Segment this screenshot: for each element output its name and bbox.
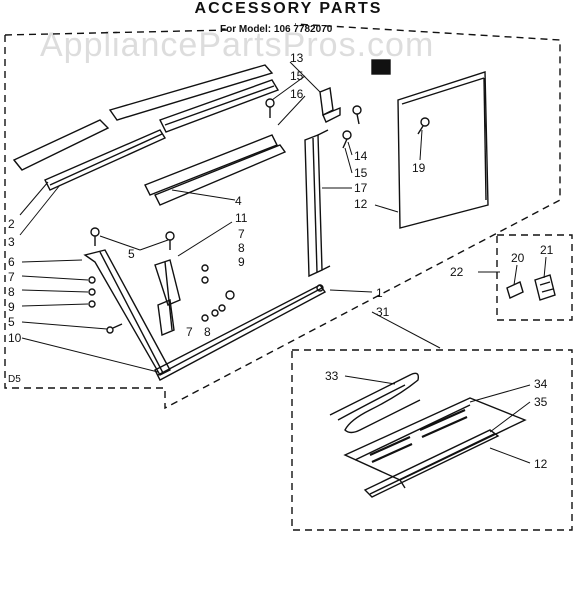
callout-4: 4 [235, 194, 242, 208]
screw-13b [352, 105, 362, 125]
callout-11: 11 [235, 211, 248, 225]
callout-33: 33 [325, 369, 339, 383]
fastener-group-left [88, 227, 235, 334]
callout-17: 17 [354, 181, 368, 195]
callout-15b: 15 [354, 166, 368, 180]
bracket-13 [319, 87, 341, 123]
strip-parts [12, 64, 287, 206]
callout-34: 34 [534, 377, 548, 391]
diagram-title: ACCESSORY PARTS [194, 0, 383, 17]
clip-20 [506, 281, 524, 299]
base-rail-10 [154, 284, 327, 381]
callout-1: 1 [376, 286, 383, 300]
callout-20: 20 [511, 251, 525, 265]
subgroup-22-box [496, 234, 573, 321]
callout-5b: 5 [8, 315, 15, 329]
callout-19: 19 [412, 161, 426, 175]
screw-19 [417, 117, 430, 135]
callout-6: 6 [8, 255, 15, 269]
callout-5a: 5 [128, 247, 135, 261]
callout-12a: 12 [354, 197, 368, 211]
screw-15 [265, 98, 275, 118]
leg-assembly [83, 249, 181, 376]
corner-code: D5 [8, 374, 21, 385]
callout-8a: 8 [238, 241, 245, 255]
callout-labels: 13 15 16 14 15 17 12 19 2 3 4 11 7 8 9 5… [8, 51, 554, 471]
callout-2: 2 [8, 217, 15, 231]
leveler-pads [369, 408, 468, 464]
callout-35: 35 [534, 395, 548, 409]
panel-19 [397, 71, 489, 229]
callout-9b: 9 [8, 300, 15, 314]
callout-8b: 8 [8, 285, 15, 299]
bracket-kit-34 [343, 397, 527, 489]
callout-3: 3 [8, 235, 15, 249]
callout-13: 13 [290, 51, 304, 65]
callout-15a: 15 [290, 69, 304, 83]
sill-strip-35 [363, 429, 500, 498]
callout-31: 31 [376, 305, 390, 319]
callout-10: 10 [8, 331, 22, 345]
callout-7a: 7 [238, 227, 245, 241]
clip-part [371, 59, 391, 75]
callout-21: 21 [540, 243, 554, 257]
channel-17 [304, 129, 331, 278]
callout-16: 16 [290, 87, 304, 101]
model-number: For Model: 106 7782070 [220, 24, 333, 35]
callout-14: 14 [354, 149, 368, 163]
clip-21 [534, 274, 556, 301]
main-group-boundary [4, 23, 561, 410]
callout-22: 22 [450, 265, 464, 279]
gasket-33 [329, 372, 421, 434]
callout-9a: 9 [238, 255, 245, 269]
leader-lines [19, 61, 547, 464]
callout-8c: 8 [204, 325, 211, 339]
screw-14 [342, 130, 352, 149]
callout-7b: 7 [8, 270, 15, 284]
callout-12b: 12 [534, 457, 548, 471]
callout-7c: 7 [186, 325, 193, 339]
kit-31-box [291, 349, 573, 531]
